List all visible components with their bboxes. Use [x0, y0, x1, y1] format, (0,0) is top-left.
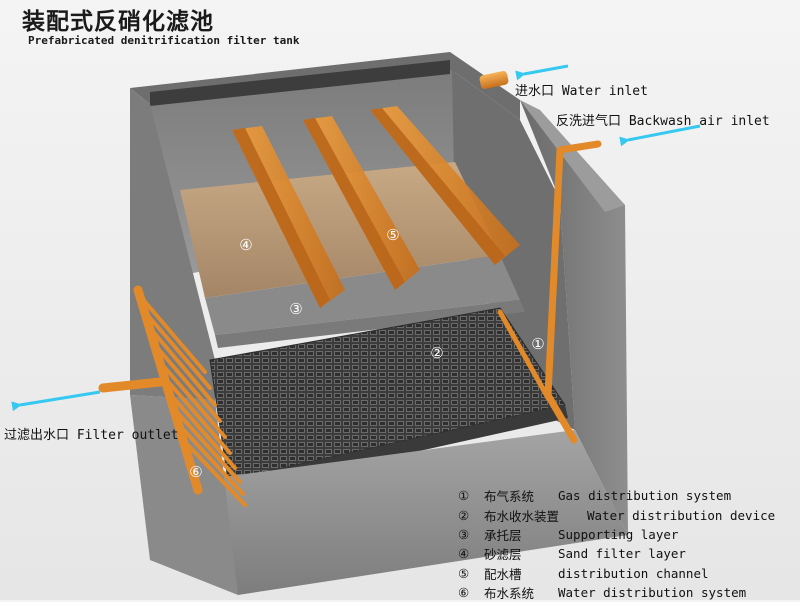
legend-label-en: Gas distribution system — [558, 488, 732, 504]
marker-5: ⑤ — [386, 226, 399, 244]
legend-item: ② 布水收水装置 Water distribution device — [458, 505, 775, 524]
title-english: Prefabricated denitrification filter tan… — [28, 34, 300, 47]
tank-rim-slot — [150, 60, 450, 106]
legend-item: ⑤ 配水槽 distribution channel — [458, 564, 775, 583]
legend-number: ⑤ — [458, 565, 470, 581]
water-distribution-manifold — [98, 285, 247, 507]
tank-right-wall — [520, 100, 628, 535]
legend-label-cn: 布气系统 — [484, 489, 535, 505]
tank-front-base-left — [130, 395, 238, 595]
marker-1: ① — [531, 335, 544, 353]
sand-filter-layer — [180, 162, 500, 298]
marker-3: ③ — [289, 300, 302, 318]
legend-number: ④ — [458, 546, 470, 562]
supporting-layer-front — [215, 300, 525, 348]
water-inlet-pipe — [479, 70, 509, 90]
legend-label-en: Water distribution system — [558, 585, 747, 601]
legend-label-cn: 承托层 — [484, 527, 522, 543]
legend-number: ② — [458, 507, 470, 523]
distribution-channels — [232, 106, 520, 308]
legend: ① 布气系统 Gas distribution system ② 布水收水装置 … — [458, 486, 775, 602]
tank-right-wall-top — [520, 100, 625, 212]
callout-water-inlet: 进水口 Water inlet — [515, 84, 648, 99]
legend-label-cn: 布水系统 — [484, 586, 535, 602]
legend-item: ① 布气系统 Gas distribution system — [458, 486, 775, 505]
legend-item: ⑥ 布水系统 Water distribution system — [458, 583, 775, 602]
legend-label-en: Sand filter layer — [558, 546, 686, 562]
air-inlet-arrow — [619, 124, 701, 147]
tank-front-base — [200, 430, 628, 595]
flow-arrows — [11, 64, 701, 412]
legend-label-en: distribution channel — [558, 565, 709, 581]
marker-2: ② — [430, 344, 443, 362]
callout-filter-outlet: 过滤出水口 Filter outlet — [4, 428, 179, 443]
filter-outlet-arrow — [11, 390, 101, 412]
legend-item: ④ 砂滤层 Sand filter layer — [458, 544, 775, 563]
legend-label-cn: 配水槽 — [484, 566, 522, 582]
legend-label-en: Supporting layer — [558, 526, 679, 542]
legend-item: ③ 承托层 Supporting layer — [458, 525, 775, 544]
legend-label-cn: 布水收水装置 — [484, 508, 560, 524]
legend-label-en: Water distribution device — [587, 507, 776, 523]
gas-distribution-pipe — [497, 140, 602, 444]
callout-air-inlet: 反洗进气口 Backwash air inlet — [556, 114, 770, 129]
legend-label-cn: 砂滤层 — [484, 547, 522, 563]
marker-4: ④ — [239, 236, 252, 254]
legend-number: ⑥ — [458, 585, 470, 601]
water-inlet-arrow — [515, 64, 569, 81]
title-chinese: 装配式反硝化滤池 — [22, 9, 214, 35]
supporting-layer — [205, 255, 520, 335]
legend-number: ① — [458, 488, 470, 504]
legend-number: ③ — [458, 526, 470, 542]
marker-6: ⑥ — [189, 463, 202, 481]
